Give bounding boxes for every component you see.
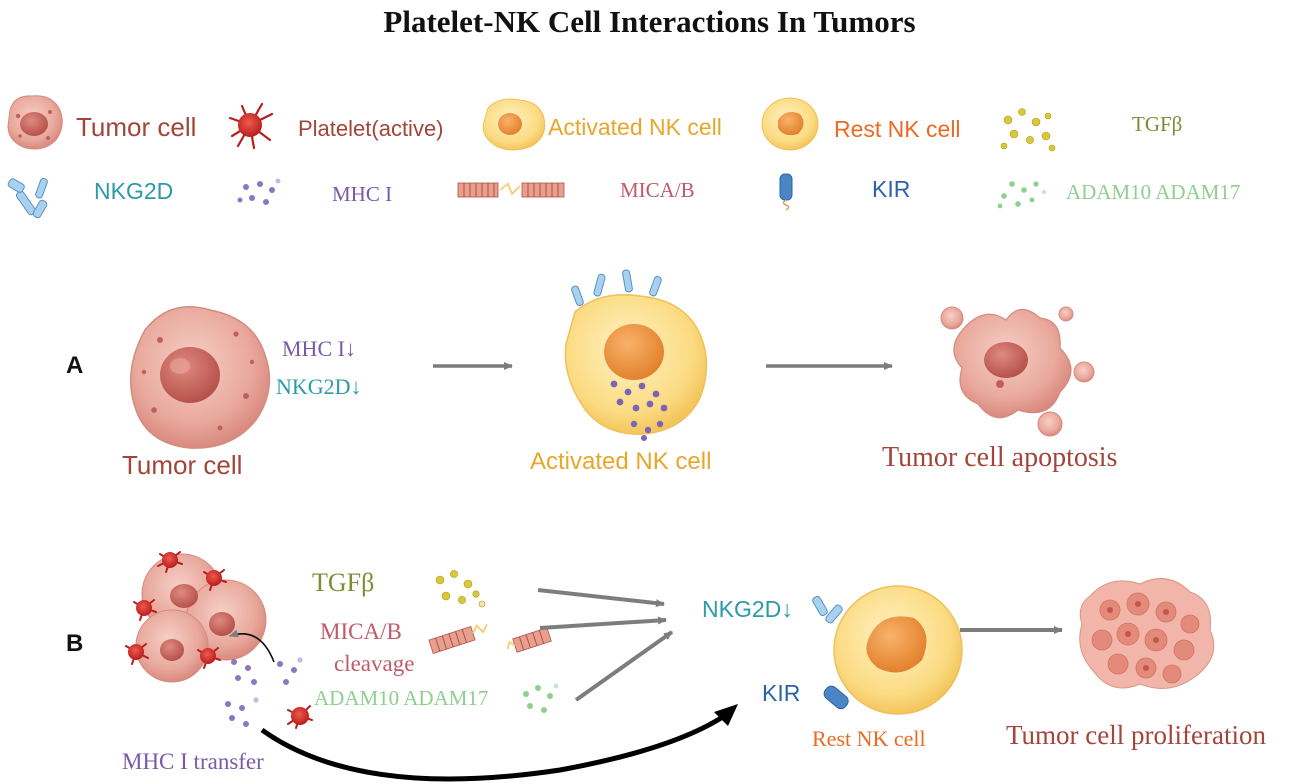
legend-kir-icon [779, 173, 793, 211]
panel-a-label: A [66, 352, 84, 379]
panel-a-tumor-cell-label: Tumor cell [122, 450, 243, 480]
panel-b-mhc-particles-graphic [225, 657, 303, 727]
panel-b-nkg2d-down-label: NKG2D↓ [702, 596, 793, 622]
legend-tgfb-icon [1000, 108, 1056, 152]
legend-tgfb-label: TGFβ [1132, 112, 1183, 136]
panel-b-converging-arrows [537, 588, 674, 702]
panel-b-mhc-transfer-arrowhead [714, 704, 738, 726]
legend-adam-icon [997, 181, 1047, 209]
panel-b-platelets-graphic [125, 551, 313, 729]
legend-adam-label: ADAM10 ADAM17 [1066, 180, 1241, 204]
legend-rest-nk-label: Rest NK cell [834, 116, 961, 142]
panel-b-cleavage-label: cleavage [334, 651, 415, 676]
panel-b-label: B [66, 630, 84, 657]
panel-b-adam-label: ADAM10 ADAM17 [314, 686, 489, 710]
panel-b-tgfb-label: TGFβ [312, 568, 375, 597]
panel-b-tumor-cluster-graphic [135, 553, 267, 683]
panel-a-activated-nk-label: Activated NK cell [530, 448, 712, 475]
panel-b-mhc-transfer-label: MHC I transfer [122, 749, 264, 774]
legend-nkg2d-label: NKG2D [94, 178, 174, 204]
panel-b-proliferating-tumor-graphic [1079, 578, 1215, 689]
legend-platelet-icon [228, 102, 274, 150]
legend-activated-nk-label: Activated NK cell [548, 114, 722, 140]
figure-title: Platelet-NK Cell Interactions In Tumors [383, 4, 916, 39]
legend-mhc1-icon [237, 178, 281, 205]
panel-b-mica-b-label: MICA/B [320, 619, 402, 644]
panel-b-proliferation-label: Tumor cell proliferation [1006, 720, 1266, 750]
panel-a-apoptosis-label: Tumor cell apoptosis [882, 442, 1118, 473]
legend-tumor-cell-icon [7, 95, 63, 150]
panel-b-mica-fragments-graphic [428, 623, 552, 654]
panel-b-adam-particles-graphic [523, 683, 559, 713]
legend-kir-label: KIR [872, 176, 911, 202]
panel-a-tumor-cell-graphic [129, 306, 271, 449]
legend-mica-b-icon [457, 182, 565, 198]
panel-b-rest-nk-label: Rest NK cell [812, 726, 926, 751]
panel-b-kir-label: KIR [762, 680, 801, 706]
legend-tumor-cell-label: Tumor cell [76, 112, 197, 142]
legend-platelet-label: Platelet(active) [298, 116, 444, 141]
panel-a-apoptotic-tumor-graphic [940, 306, 1095, 437]
legend-mica-b-label: MICA/B [620, 178, 695, 202]
panel-b-mhc-return-arrow [229, 629, 275, 663]
legend-mhc1-label: MHC I [332, 182, 393, 206]
panel-b-tgfb-particles-graphic [435, 570, 486, 608]
legend-nkg2d-icon [7, 177, 48, 219]
legend-activated-nk-icon [482, 98, 546, 151]
panel-b-rest-nk-graphic [812, 585, 963, 715]
legend-rest-nk-icon [761, 97, 819, 151]
panel-a-nkg2d-down-label: NKG2D↓ [276, 374, 362, 399]
panel-b-mhc-transfer-arrow [260, 709, 732, 782]
panel-a-mhc-down-label: MHC I↓ [282, 336, 356, 361]
panel-a-activated-nk-graphic [564, 269, 708, 441]
